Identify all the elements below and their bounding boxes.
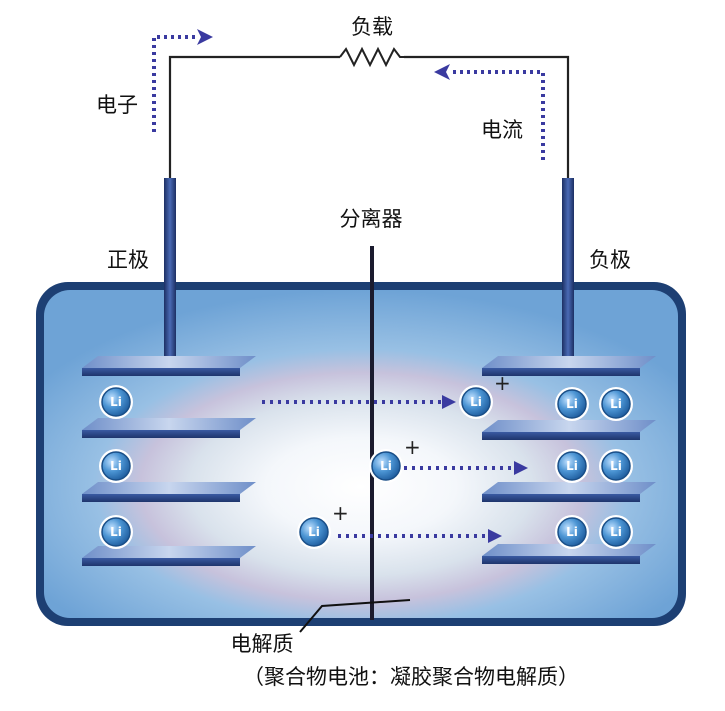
lithium-ion: Li [599,515,633,549]
plate [82,546,256,566]
load-label: 负载 [351,15,393,39]
lithium-ion: Li [99,449,133,483]
ion-symbol: Li [566,459,578,473]
ion-symbol: Li [610,397,622,411]
ion-sphere [299,517,329,547]
load-resistor [339,46,404,68]
plate [482,420,656,440]
electron-arrow-head [197,29,213,45]
ion-charge: + [494,371,511,395]
ion-migration-arrows [262,395,528,543]
electron-flow-arrow [152,35,196,132]
ion-arrow-head [514,461,528,475]
negative-plates [482,356,656,564]
lithium-ion: Li [555,387,589,421]
ion-sphere [601,517,631,547]
ion-charge: + [332,501,349,525]
current-label: 电流 [481,118,523,142]
ion-symbol: Li [308,525,320,539]
polymer-battery-note: （聚合物电池：凝胶聚合物电解质） [243,665,579,689]
plate [482,356,656,376]
external-wire [168,55,570,180]
lithium-ion: Li [599,449,633,483]
ion-sphere [557,517,587,547]
plate [82,356,256,376]
ion-sphere [601,451,631,481]
lithium-ion: Li [99,515,133,549]
ion-sphere [557,389,587,419]
ion-symbol: Li [110,459,122,473]
ion-sphere [101,387,131,417]
positive-electrode-rod [164,178,176,356]
plate [82,418,256,438]
positive-plates [82,356,256,566]
ion-symbol: Li [110,395,122,409]
lithium-ion: Li + [459,371,511,419]
plate [82,482,256,502]
ion-sphere [557,451,587,481]
ion-arrow-head [488,529,502,543]
separator-label: 分离器 [340,207,403,231]
lithium-ion: Li [555,449,589,483]
plate [482,482,656,502]
ion-sphere [371,451,401,481]
positive-electrode-label: 正极 [107,248,149,272]
lithium-ion: Li [99,385,133,419]
electrolyte-label: 电解质 [231,632,294,656]
ion-symbol: Li [380,459,392,473]
electron-label: 电子 [96,93,138,117]
ion-symbol: Li [470,395,482,409]
current-arrow-head [434,64,450,80]
lithium-ion: Li + [369,435,421,483]
ion-symbol: Li [110,525,122,539]
lithium-ion: Li [599,387,633,421]
electrolyte-pointer [299,599,411,633]
ion-sphere [101,517,131,547]
negative-electrode-rod [562,178,574,356]
ion-symbol: Li [566,397,578,411]
ion-sphere [601,389,631,419]
current-flow-arrow [450,70,545,160]
ion-symbol: Li [566,525,578,539]
ion-symbol: Li [610,525,622,539]
ion-charge: + [404,435,421,459]
ion-sphere [101,451,131,481]
ion-symbol: Li [610,459,622,473]
ion-sphere [461,387,491,417]
negative-electrode-label: 负极 [589,248,631,272]
lithium-ion: Li + [297,501,349,549]
ion-arrow-head [442,395,456,409]
lithium-ion: Li [555,515,589,549]
